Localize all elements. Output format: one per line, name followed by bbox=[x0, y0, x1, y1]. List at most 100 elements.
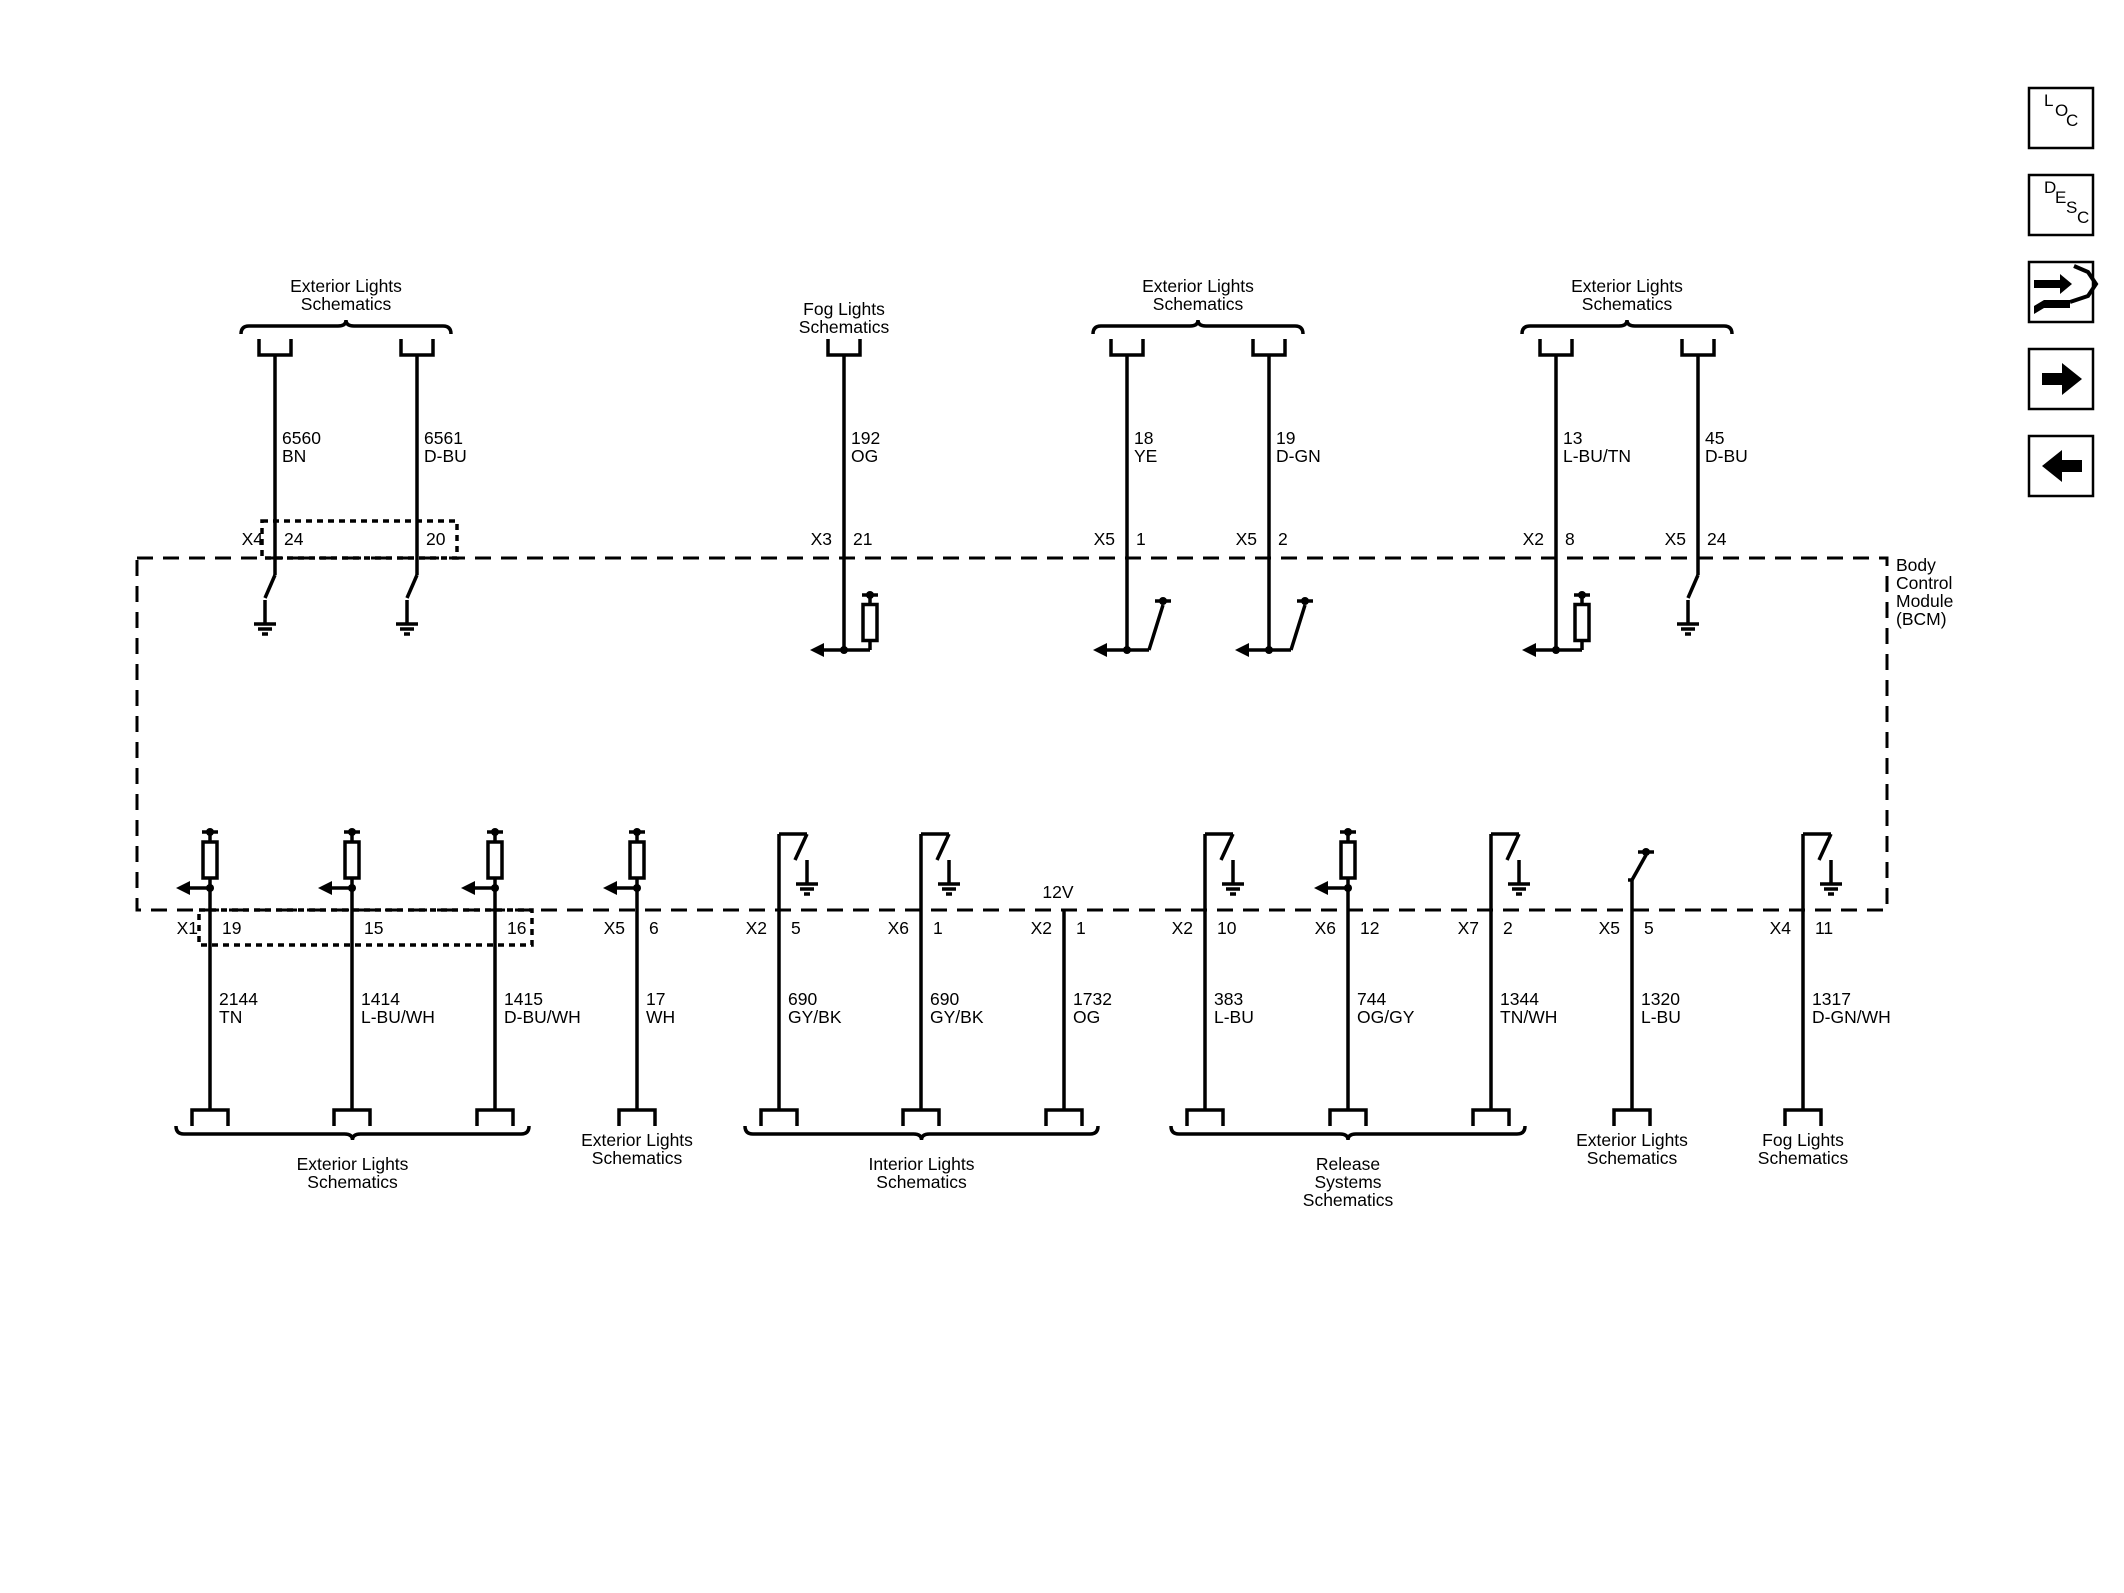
pin-number: 1 bbox=[1136, 529, 1146, 549]
previous-page-button[interactable] bbox=[2027, 434, 2095, 498]
top-group-label: Exterior Lights bbox=[1142, 276, 1254, 296]
wire-color: TN bbox=[219, 1007, 242, 1027]
wire-color: D-BU bbox=[1705, 446, 1748, 466]
button-letter: C bbox=[2077, 208, 2089, 227]
connector-id: X5 bbox=[1236, 529, 1257, 549]
wire-color: OG/GY bbox=[1357, 1007, 1415, 1027]
internal-switch bbox=[1630, 854, 1648, 881]
top-group-label: Schematics bbox=[1153, 294, 1244, 314]
top-group-bracket bbox=[1520, 319, 1734, 335]
pin-number: 11 bbox=[1815, 918, 1833, 938]
pullup-resistor bbox=[861, 602, 879, 643]
wire-color: L-BU bbox=[1214, 1007, 1254, 1027]
internal-switch bbox=[793, 833, 809, 861]
top-group-label: Schematics bbox=[799, 317, 890, 337]
wire-color: D-BU/WH bbox=[504, 1007, 581, 1027]
bottom-group-label: Schematics bbox=[1587, 1148, 1678, 1168]
signal-arrow bbox=[1235, 643, 1249, 657]
wire-terminal bbox=[759, 1108, 799, 1126]
wire-terminal bbox=[1185, 1108, 1225, 1126]
signal-arrow bbox=[1093, 643, 1107, 657]
circuit-number: 19 bbox=[1276, 428, 1295, 448]
next-page-button-frame[interactable] bbox=[2027, 347, 2095, 411]
signal-arrow bbox=[603, 881, 617, 895]
junction-dot bbox=[1301, 597, 1309, 605]
bottom-group-bracket bbox=[174, 1125, 531, 1141]
wire-color: WH bbox=[646, 1007, 675, 1027]
pullup-resistor bbox=[1339, 840, 1357, 880]
button-letter: E bbox=[2055, 188, 2066, 207]
internal-switch bbox=[935, 833, 951, 861]
wire-color: D-GN/WH bbox=[1812, 1007, 1891, 1027]
junction-dot bbox=[1159, 597, 1167, 605]
connector-group-outline bbox=[260, 519, 459, 560]
pin-number: 20 bbox=[426, 529, 446, 549]
top-group-label: Exterior Lights bbox=[1571, 276, 1683, 296]
circuit-number: 744 bbox=[1357, 989, 1386, 1009]
button-letter: C bbox=[2066, 111, 2078, 130]
internal-switch bbox=[1289, 604, 1307, 651]
wire-color: OG bbox=[851, 446, 878, 466]
cable-shape bbox=[2069, 264, 2099, 304]
location-button-frame[interactable] bbox=[2027, 86, 2095, 150]
circuit-number: 690 bbox=[788, 989, 817, 1009]
connector-id: X7 bbox=[1458, 918, 1479, 938]
circuit-number: 6561 bbox=[424, 428, 463, 448]
connector-id: X2 bbox=[746, 918, 767, 938]
bcm-module-label: Module bbox=[1896, 591, 1953, 611]
pin-number: 21 bbox=[853, 529, 872, 549]
description-button-frame[interactable] bbox=[2027, 173, 2095, 237]
connector-repair-button-frame[interactable] bbox=[2027, 260, 2095, 324]
junction-dot bbox=[633, 828, 641, 836]
internal-switch bbox=[1147, 604, 1165, 651]
signal-arrow bbox=[461, 881, 475, 895]
pullup-resistor bbox=[628, 840, 646, 880]
wire-color: D-GN bbox=[1276, 446, 1321, 466]
circuit-number: 1732 bbox=[1073, 989, 1112, 1009]
connector-id: X3 bbox=[811, 529, 832, 549]
circuit-number: 18 bbox=[1134, 428, 1153, 448]
next-page-button[interactable] bbox=[2027, 347, 2095, 411]
junction-dot bbox=[866, 591, 874, 599]
wire-terminal bbox=[826, 339, 862, 357]
bottom-group-label: Schematics bbox=[1758, 1148, 1849, 1168]
circuit-number: 192 bbox=[851, 428, 880, 448]
bottom-group-label: Fog Lights bbox=[1762, 1130, 1844, 1150]
bottom-group-label: Systems bbox=[1314, 1172, 1381, 1192]
internal-switch bbox=[405, 574, 419, 599]
arrow-left-icon bbox=[2042, 450, 2082, 482]
circuit-number: 6560 bbox=[282, 428, 321, 448]
internal-switch bbox=[263, 574, 277, 599]
connector-id: X5 bbox=[1599, 918, 1620, 938]
wire-terminal bbox=[617, 1108, 657, 1126]
wire-color: GY/BK bbox=[788, 1007, 842, 1027]
bottom-group-label: Schematics bbox=[307, 1172, 398, 1192]
wire-color: GY/BK bbox=[930, 1007, 984, 1027]
wire-color: D-BU bbox=[424, 446, 467, 466]
circuit-number: 690 bbox=[930, 989, 959, 1009]
pin-number: 16 bbox=[507, 918, 526, 938]
bcm-module-label: Body bbox=[1896, 555, 1936, 575]
pullup-resistor bbox=[486, 840, 504, 880]
pin-number: 10 bbox=[1217, 918, 1237, 938]
pin-number: 8 bbox=[1565, 529, 1575, 549]
pin-number: 15 bbox=[364, 918, 383, 938]
connector-id: X5 bbox=[1094, 529, 1115, 549]
connector-id: X5 bbox=[604, 918, 625, 938]
location-button[interactable]: LOC bbox=[2027, 86, 2095, 150]
top-group-label: Schematics bbox=[1582, 294, 1673, 314]
bottom-group-label: Interior Lights bbox=[868, 1154, 974, 1174]
circuit-number: 383 bbox=[1214, 989, 1243, 1009]
connector-repair-button[interactable] bbox=[2027, 260, 2099, 324]
connector-id: X2 bbox=[1523, 529, 1544, 549]
connector-id: X4 bbox=[1770, 918, 1792, 938]
bcm-module-outline bbox=[135, 556, 1889, 912]
bottom-group-bracket bbox=[1169, 1125, 1527, 1141]
circuit-number: 2144 bbox=[219, 989, 258, 1009]
internal-switch bbox=[1505, 833, 1521, 861]
connector-id: X6 bbox=[1315, 918, 1336, 938]
signal-arrow bbox=[1314, 881, 1328, 895]
arrow-right-icon bbox=[2042, 363, 2082, 395]
